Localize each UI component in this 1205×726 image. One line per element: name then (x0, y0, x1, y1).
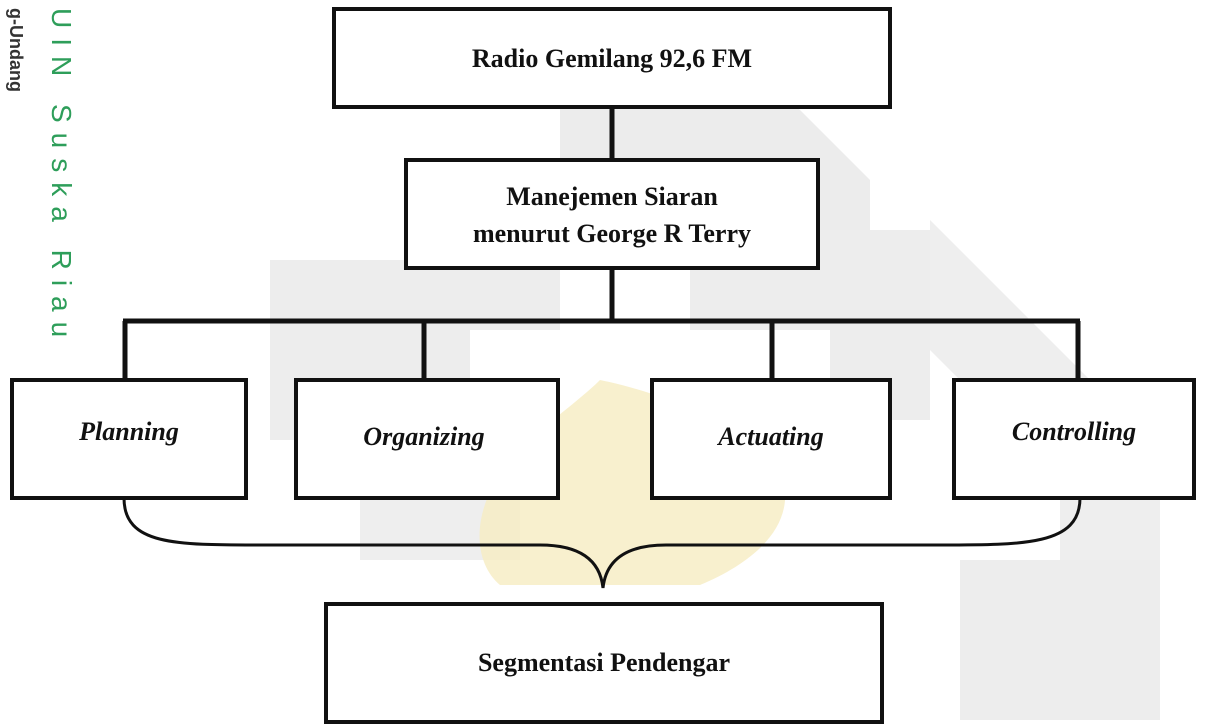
controlling-box (952, 378, 1196, 500)
bottom-box (324, 602, 884, 724)
bottom-box-label: Segmentasi Pendengar (478, 648, 730, 677)
middle-box-line2: menurut George R Terry (473, 219, 751, 248)
curly-brace (122, 497, 1082, 589)
connectors (122, 107, 1081, 378)
planning-label: Planning (78, 417, 179, 446)
watermark-shape (960, 560, 1160, 720)
middle-box (404, 158, 820, 270)
side-text-green: UIN Suska Riau (46, 8, 77, 347)
watermark-shape (690, 230, 930, 420)
middle-box-line1: Manejemen Siaran (506, 182, 718, 211)
organizing-label: Organizing (363, 422, 484, 451)
actuating-label: Actuating (716, 422, 823, 451)
organizing-box (294, 378, 560, 500)
actuating-box (650, 378, 892, 500)
top-box (332, 7, 892, 109)
boxes (10, 7, 1196, 724)
top-box-label: Radio Gemilang 92,6 FM (472, 44, 752, 73)
planning-box (10, 378, 248, 500)
side-text-dark: g-Undang (6, 8, 26, 92)
controlling-label: Controlling (1012, 417, 1136, 446)
